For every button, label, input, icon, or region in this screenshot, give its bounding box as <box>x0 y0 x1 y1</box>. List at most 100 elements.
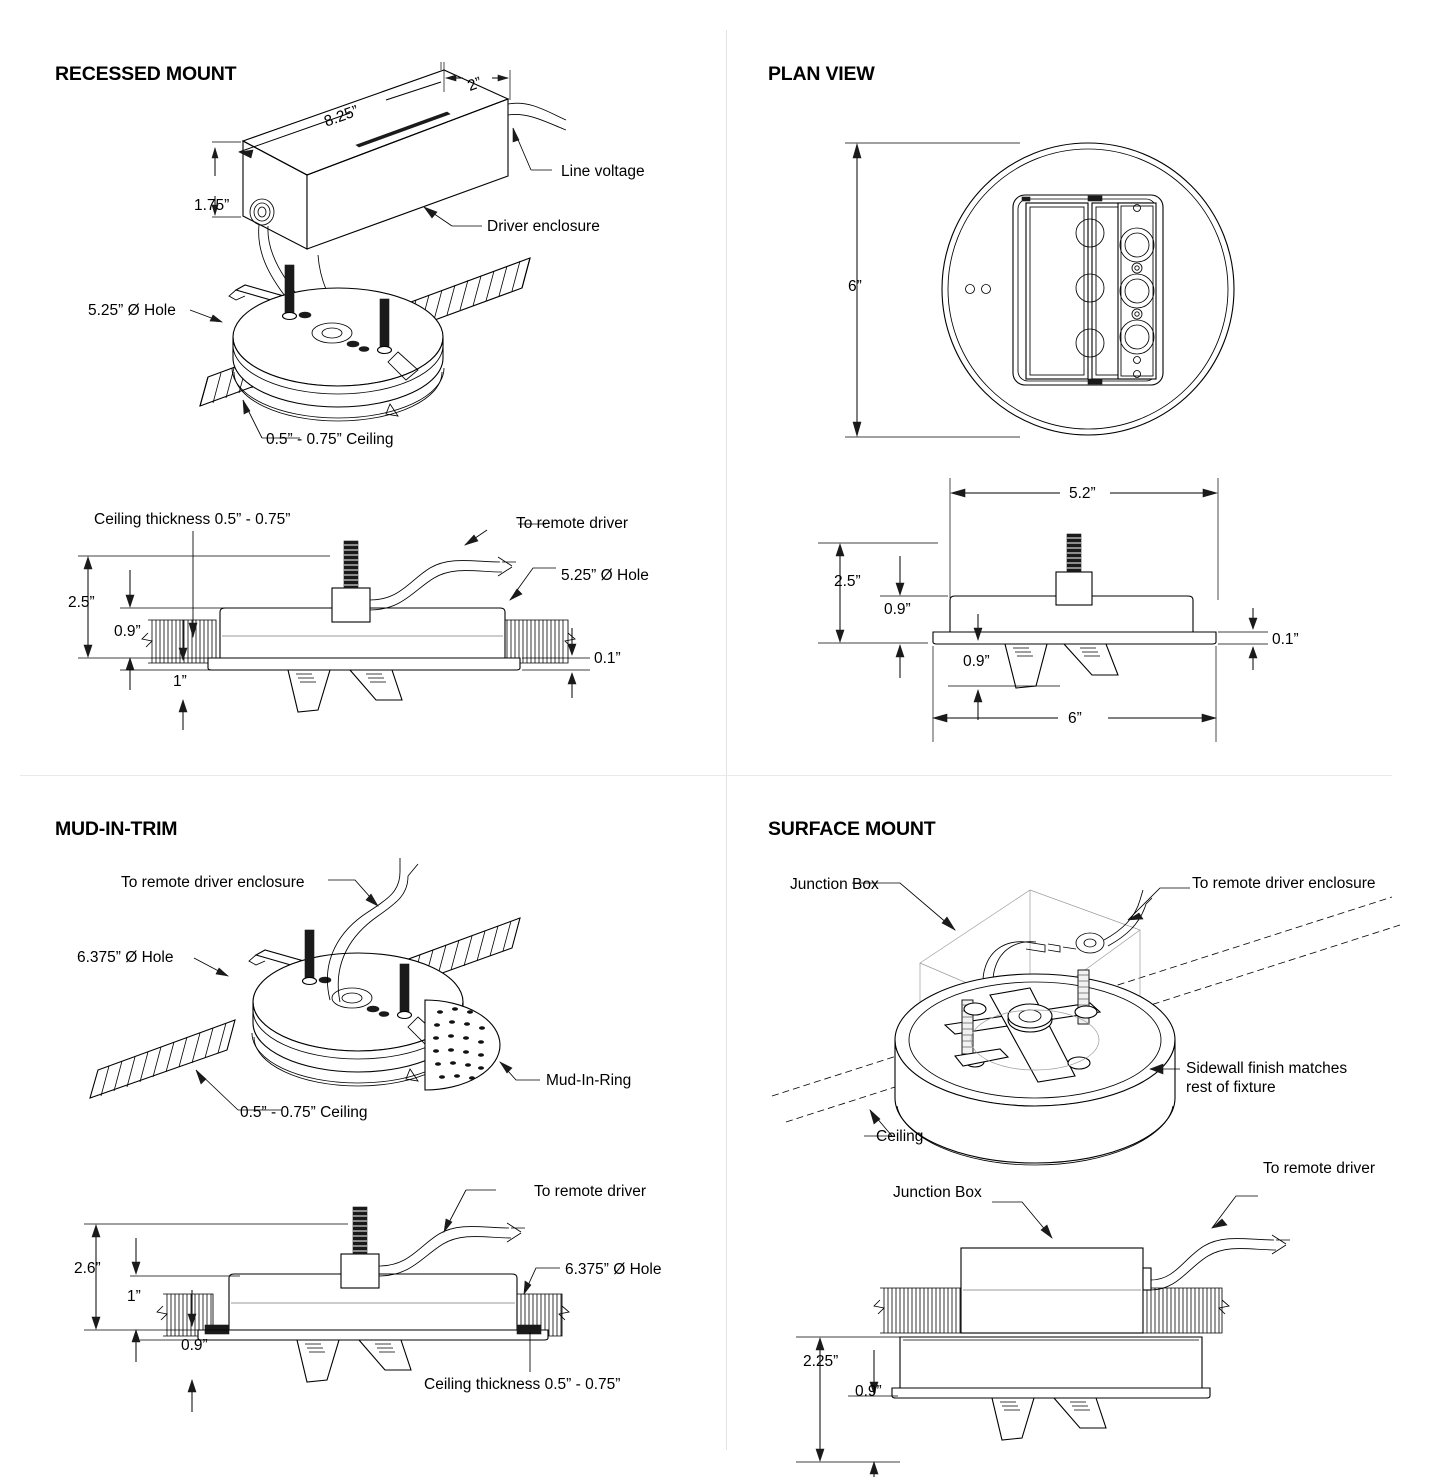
mud-ceiling-hatch-lower <box>89 1019 236 1099</box>
plan-section-aperture-width-label: 5.2” <box>1069 485 1096 502</box>
mud-section-hole-label: 6.375” Ø Hole <box>565 1261 662 1278</box>
ceiling-hatch-right <box>503 619 576 664</box>
mud-lamp-drop-dim <box>140 1290 298 1412</box>
plan-view-diameter-dim <box>845 142 1020 438</box>
mud-ceiling-label: 0.5” - 0.75” Ceiling <box>240 1104 368 1121</box>
plan-section-overall-diameter-dim <box>931 646 1218 742</box>
ceiling-leader-iso <box>242 399 300 439</box>
mud-plenum-depth-dim <box>130 1238 240 1362</box>
surface-section-hatch-left <box>873 1287 962 1334</box>
mud-overall-height-dim <box>84 1223 348 1331</box>
length-dimension-line <box>238 62 442 159</box>
mud-in-ring-label: Mud-In-Ring <box>546 1072 632 1089</box>
recessed-fixture-section <box>207 540 521 713</box>
recessed-body-height-label: 0.9” <box>114 623 141 640</box>
mud-section-wires <box>378 1222 525 1277</box>
mud-section-leaders <box>443 1189 560 1372</box>
surface-to-remote-driver-enclosure-label: To remote driver enclosure <box>1192 875 1376 892</box>
driver-enclosure-leader <box>423 206 482 227</box>
surface-section-leaders <box>992 1195 1258 1239</box>
recessed-overall-height-label: 2.5” <box>68 594 95 611</box>
mud-to-remote-driver-enclosure-label: To remote driver enclosure <box>121 874 305 891</box>
recessed-plenum-depth-dim <box>120 620 290 730</box>
recessed-section-hole-label: 5.25” Ø Hole <box>561 567 649 584</box>
plan-view-diameter-label: 6” <box>848 278 862 295</box>
mud-lamp-drop-label: 0.9” <box>181 1337 208 1354</box>
line-voltage-leader <box>512 127 552 171</box>
surface-sidewall-finish-label-line1: Sidewall finish matches <box>1186 1060 1348 1077</box>
plan-section-overall-height-label: 2.5” <box>834 573 861 590</box>
junction-box-section <box>960 1247 1152 1334</box>
surface-ceiling-label: Ceiling <box>876 1128 924 1145</box>
surface-section-wires <box>1150 1234 1290 1291</box>
line-voltage-label: Line voltage <box>561 163 645 180</box>
surface-sidewall-finish-label-line2: rest of fixture <box>1186 1079 1276 1096</box>
plan-section-housing-height-dim <box>880 556 948 678</box>
hole-diameter-leader-iso <box>189 309 223 323</box>
ceiling-hatch-left <box>141 619 217 664</box>
recessed-mount-heading: RECESSED MOUNT <box>55 63 237 85</box>
mud-plenum-depth-label: 1” <box>127 1288 141 1305</box>
surface-overall-height-dim <box>796 1336 910 1463</box>
recessed-ceiling-label: 0.5” - 0.75” Ceiling <box>266 431 394 448</box>
surface-fixture-height-dim <box>848 1350 898 1477</box>
recessed-section-wires <box>369 556 516 611</box>
plan-section-aperture-width-dim <box>949 478 1219 600</box>
plan-view-small-holes <box>965 284 991 294</box>
plan-section-overall-height-dim <box>818 542 938 644</box>
recessed-hole-diameter-label: 5.25” Ø Hole <box>88 302 176 319</box>
plan-view-heading: PLAN VIEW <box>768 63 875 85</box>
recessed-ceiling-thickness-label: Ceiling thickness 0.5” - 0.75” <box>94 511 291 528</box>
vertical-divider <box>726 30 727 1450</box>
mud-section-to-remote-driver-label: To remote driver <box>534 1183 646 1200</box>
plan-view-module <box>1012 194 1164 386</box>
depth-dimension-line <box>443 62 511 100</box>
recessed-fixture-body <box>228 264 445 422</box>
mud-in-ring <box>424 999 501 1091</box>
plan-section-overall-diameter-label: 6” <box>1068 710 1082 727</box>
surface-overall-height-label: 2.25” <box>803 1353 839 1370</box>
mud-leaders <box>193 879 540 1111</box>
plan-view-outer-circle <box>941 142 1235 436</box>
driver-enclosure-box <box>241 69 510 250</box>
recessed-section-leaders <box>188 523 556 639</box>
recessed-overall-height-dim <box>78 555 330 659</box>
recessed-body-height-dim <box>120 570 230 690</box>
plan-section-fixture <box>932 533 1217 689</box>
horizontal-divider <box>20 775 1392 776</box>
mud-ceiling-thickness-label: Ceiling thickness 0.5” - 0.75” <box>424 1376 621 1393</box>
surface-mount-fixture-body <box>894 969 1176 1166</box>
height-dimension-line <box>211 141 241 218</box>
mud-in-trim-wires <box>326 858 419 1003</box>
recessed-trim-thickness-dim <box>522 628 590 698</box>
line-voltage-wire <box>507 102 567 131</box>
plan-section-lamp-drop-dim <box>948 614 1060 720</box>
mud-overall-height-label: 2.6” <box>74 1260 101 1277</box>
surface-junction-box-label: Junction Box <box>790 876 879 893</box>
driver-enclosure-label: Driver enclosure <box>487 218 600 235</box>
surface-fixture-height-label: 0.9” <box>855 1383 882 1400</box>
mud-section-fixture <box>197 1206 549 1383</box>
surface-section-fixture <box>891 1336 1211 1441</box>
knockout-spiral <box>249 198 275 226</box>
recessed-height-dimension: 1.75” <box>194 197 230 214</box>
surface-section-to-remote-driver-label: To remote driver <box>1263 1160 1375 1177</box>
surface-mount-heading: SURFACE MOUNT <box>768 818 936 840</box>
plan-section-trim-thickness-label: 0.1” <box>1272 631 1299 648</box>
surface-section-junction-box-label: Junction Box <box>893 1184 982 1201</box>
mud-in-trim-heading: MUD-IN-TRIM <box>55 818 178 840</box>
plan-section-lamp-drop-label: 0.9” <box>963 653 990 670</box>
plan-section-trim-thickness-dim <box>1218 608 1268 670</box>
surface-iso-leaders <box>852 882 1190 1137</box>
mud-hole-diameter-label: 6.375” Ø Hole <box>77 949 174 966</box>
recessed-to-remote-driver-label: To remote driver <box>516 515 628 532</box>
recessed-trim-thickness-label: 0.1” <box>594 650 621 667</box>
